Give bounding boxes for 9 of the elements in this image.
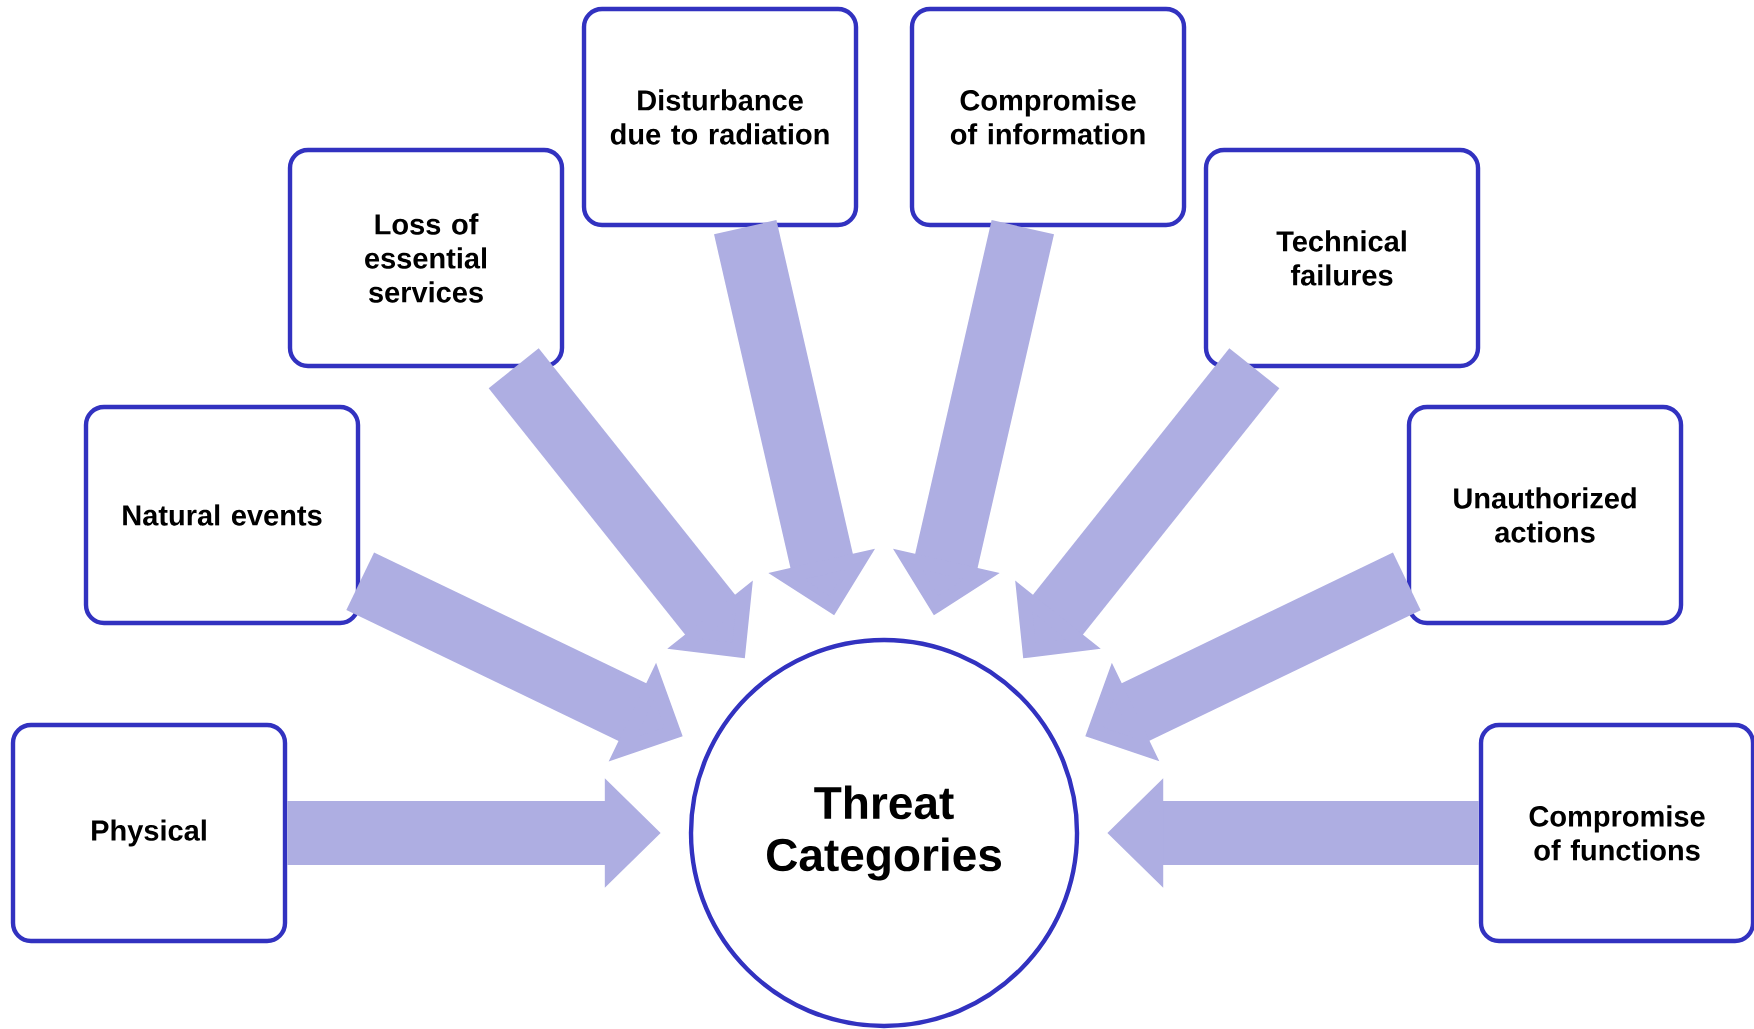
category-box: Loss of essential services xyxy=(287,147,565,369)
category-box: Compromise of functions xyxy=(1478,722,1754,944)
category-box: Natural events xyxy=(83,404,361,626)
category-box: Physical xyxy=(10,722,288,944)
category-box: Disturbance due to radiation xyxy=(581,6,859,228)
category-box: Technical failures xyxy=(1203,147,1481,369)
category-box: Unauthorized actions xyxy=(1406,404,1684,626)
circle-node: Threat Categories xyxy=(688,637,1080,1029)
category-box: Compromise of information xyxy=(909,6,1187,228)
